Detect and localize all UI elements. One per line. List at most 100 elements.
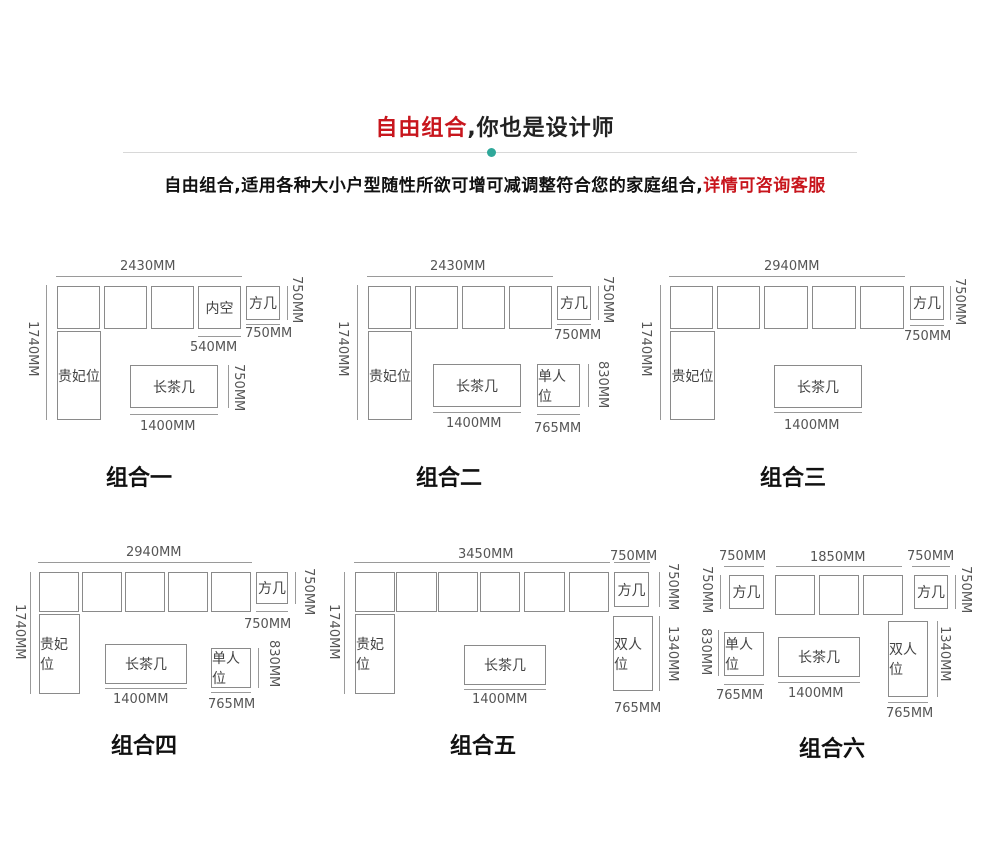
dim-single-depth: 830MM [266,640,281,688]
dim-hollow: 540MM [190,340,238,355]
side-table: 方几 [246,286,280,320]
sofa-seat [125,572,165,612]
dim-line [56,276,242,277]
sofa-seat [860,286,904,329]
dim-side-table: 750MM [610,549,658,564]
dim-single-width: 765MM [208,697,256,712]
dim-side-table: 750MM [952,278,967,326]
combo-title: 组合一 [106,466,173,491]
dim-line [211,692,251,693]
dim-depth: 1740MM [12,604,27,660]
subtitle-highlight: 详情可咨询客服 [703,176,826,196]
sofa-seat [368,286,411,329]
sofa-seat [764,286,808,329]
sofa-seat [438,572,478,612]
sofa-seat [775,575,815,615]
dim-line [105,688,187,689]
sofa-seat [415,286,458,329]
single-seat: 单人位 [724,632,764,676]
dim-width: 2940MM [764,259,820,274]
dim-single-width: 765MM [716,688,764,703]
sofa-seat [863,575,903,615]
side-table: 方几 [557,286,591,320]
dim-line [30,572,31,694]
dim-side-table: 750MM [244,617,292,632]
consort-seat: 贵妃位 [670,331,715,420]
combo-title: 组合五 [450,734,517,759]
dim-coffee-depth: 750MM [231,364,246,412]
sofa-seat [670,286,713,329]
dim-line [888,702,928,703]
dim-line [258,648,259,688]
sofa-seat [812,286,856,329]
dim-side-table: 750MM [904,329,952,344]
dim-depth: 1740MM [25,321,40,377]
dim-line [718,630,719,676]
sofa-seat [39,572,79,612]
dim-width: 2430MM [120,259,176,274]
consort-seat: 贵妃位 [355,614,395,694]
dim-line [937,621,938,697]
divider-dot-icon [487,148,496,157]
coffee-table: 长茶几 [774,365,862,408]
dim-double-depth: 1340MM [665,626,680,682]
page-title: 自由组合,你也是设计师 [0,110,990,142]
dim-side-table: 750MM [665,563,680,611]
combo-title: 组合四 [111,734,178,759]
dim-side-table: 750MM [958,566,973,614]
dim-line [354,562,610,563]
dim-side-table: 750MM [554,328,602,343]
side-table: 方几 [729,575,764,609]
dim-line [912,566,950,567]
dim-coffee-width: 1400MM [113,692,169,707]
dim-side-table: 750MM [907,549,955,564]
sofa-seat [524,572,565,612]
sofa-seat [211,572,251,612]
single-seat: 单人位 [211,648,251,688]
dim-side-table: 750MM [289,276,304,324]
dim-line [557,324,591,325]
dim-line [724,684,764,685]
sofa-seat [355,572,395,612]
dim-line [778,682,860,683]
title-highlight: 自由组合 [375,116,468,141]
subtitle: 自由组合,适用各种大小户型随性所欲可增可减调整符合您的家庭组合,详情可咨询客服 [0,171,990,196]
dim-line [774,412,862,413]
dim-coffee-width: 1400MM [472,692,528,707]
coffee-table: 长茶几 [130,365,218,408]
dim-side-table: 750MM [245,326,293,341]
hollow-corner: 内空 [198,286,241,329]
dim-line [669,276,905,277]
coffee-table: 长茶几 [433,364,521,407]
dim-line [537,414,580,415]
dim-line [46,285,47,420]
dim-line [38,562,252,563]
subtitle-text: 自由组合,适用各种大小户型随性所欲可增可减调整符合您的家庭组合, [164,176,704,196]
double-seat: 双人位 [888,621,928,697]
coffee-table: 长茶几 [778,637,860,677]
dim-line [950,286,951,320]
coffee-table: 长茶几 [105,644,187,684]
dim-width: 1850MM [810,550,866,565]
dim-line [295,572,296,604]
single-seat: 单人位 [537,364,580,407]
consort-seat: 贵妃位 [39,614,80,694]
dim-line [614,562,650,563]
combo-title: 组合三 [760,466,827,491]
dim-line [464,689,546,690]
sofa-seat [480,572,520,612]
dim-depth: 1740MM [638,321,653,377]
sofa-seat [57,286,100,329]
dim-line [659,616,660,691]
title-rest: ,你也是设计师 [467,116,615,141]
dim-line [130,414,218,415]
consort-seat: 贵妃位 [368,331,412,420]
sofa-seat [168,572,208,612]
dim-line [660,285,661,420]
sofa-seat [82,572,122,612]
dim-line [287,286,288,320]
combo-title: 组合二 [416,466,483,491]
dim-line [256,611,288,612]
dim-double-depth: 1340MM [937,626,952,682]
dim-line [228,365,229,408]
